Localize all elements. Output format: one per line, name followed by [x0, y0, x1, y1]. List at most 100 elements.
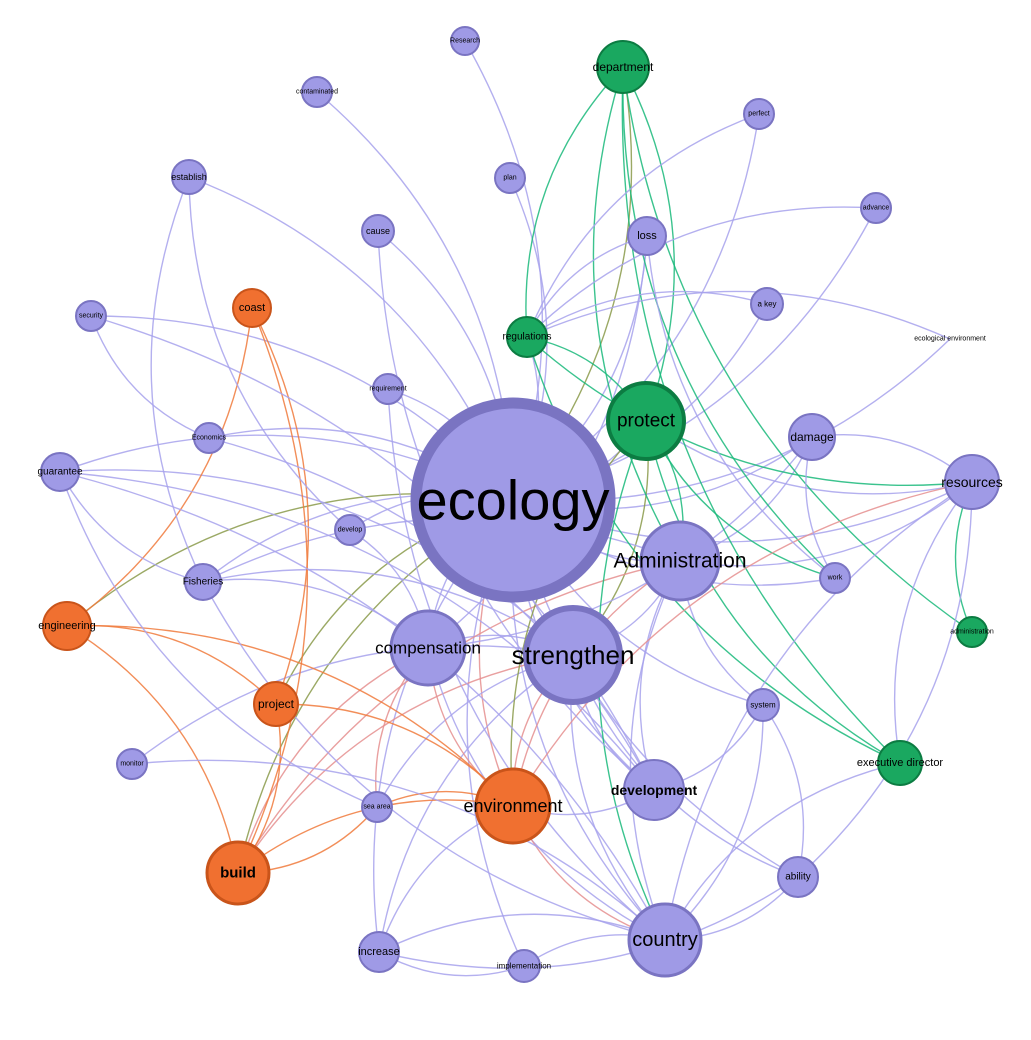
node-implementation-label: implementation	[497, 962, 551, 971]
node-perfect-label: perfect	[748, 111, 769, 118]
node-administration2-label: administration	[950, 629, 994, 636]
node-execdirector-circle	[877, 740, 923, 786]
node-contaminated: contaminated	[296, 76, 338, 108]
node-administration2: administration	[950, 616, 994, 648]
node-strengthen-label: strengthen	[512, 640, 635, 670]
edge-loss-work	[646, 235, 836, 579]
edge-resources-country	[664, 481, 973, 941]
node-project-circle	[253, 681, 299, 727]
edge-project-coast	[251, 307, 310, 705]
node-akey-label: a key	[757, 300, 776, 309]
node-project-label: project	[258, 697, 295, 711]
node-system: system	[746, 688, 780, 722]
node-research-circle	[450, 26, 480, 56]
edge-strengthen-increase	[378, 654, 574, 953]
edge-engineering-coast	[66, 307, 253, 627]
node-environment: environment	[463, 767, 563, 845]
node-country-label: country	[632, 929, 698, 951]
node-develop: develop	[334, 514, 366, 546]
node-develop-label: develop	[338, 527, 363, 534]
node-ecoenv: ecological environment	[914, 336, 986, 343]
node-contaminated-circle	[301, 76, 333, 108]
node-fisheries-label: Fisheries	[183, 577, 224, 588]
node-increase-label: increase	[358, 946, 400, 958]
edge-department-work	[622, 66, 836, 579]
node-loss: loss	[627, 216, 667, 256]
edge-strengthen-build	[237, 654, 574, 874]
node-ability-label: ability	[785, 872, 811, 883]
node-development-circle	[623, 759, 685, 821]
node-monitor-circle	[116, 748, 148, 780]
edge-project-engineering	[66, 624, 277, 705]
node-implementation: implementation	[497, 949, 551, 983]
edge-protect-department	[622, 66, 675, 422]
node-seaarea-label: sea area	[363, 804, 390, 811]
node-protect-label: protect	[617, 411, 676, 432]
node-damage: damage	[788, 413, 836, 461]
edge-execdirector-country	[664, 762, 901, 941]
node-engineering-label: engineering	[38, 620, 96, 632]
node-country-circle	[627, 902, 703, 978]
edge-department-regulations	[525, 66, 624, 338]
node-department-circle	[596, 40, 650, 94]
node-ecoenv-label: ecological environment	[914, 336, 986, 343]
node-strengthen: strengthen	[512, 605, 635, 705]
node-build-label: build	[220, 865, 256, 882]
edge-build-coast	[237, 307, 309, 874]
edge-administration-resources	[679, 481, 973, 567]
node-regulations: regulations	[503, 316, 552, 358]
node-guarantee-circle	[40, 452, 80, 492]
node-resources: resources	[941, 454, 1003, 510]
node-department: department	[593, 40, 654, 94]
node-security: security	[75, 300, 107, 332]
node-monitor-label: monitor	[120, 761, 144, 768]
node-akey-circle	[750, 287, 784, 321]
node-administration: Administration	[613, 520, 747, 602]
node-ability: ability	[777, 856, 819, 898]
node-coast-label: coast	[239, 302, 265, 314]
node-environment-circle	[474, 767, 552, 845]
node-advance-label: advance	[863, 205, 890, 212]
edge-resources-environment	[512, 481, 973, 807]
node-work-label: work	[827, 575, 843, 582]
edge-build-engineering	[66, 625, 239, 874]
node-damage-label: damage	[790, 430, 834, 444]
edge-establish-develop	[188, 176, 351, 531]
node-increase-circle	[358, 931, 400, 973]
edge-requirement-country	[387, 388, 666, 941]
edge-protect-execdirector	[645, 420, 901, 764]
node-department-label: department	[593, 60, 654, 74]
node-loss-circle	[627, 216, 667, 256]
edge-protect-resources	[645, 420, 973, 495]
node-ecology: ecology	[410, 397, 616, 603]
node-fisheries-circle	[184, 563, 222, 601]
node-environment-label: environment	[463, 796, 562, 816]
node-compensation-circle	[389, 609, 467, 687]
edge-department-administration2	[622, 66, 973, 633]
node-ability-circle	[777, 856, 819, 898]
node-increase: increase	[358, 931, 400, 973]
node-perfect: perfect	[743, 98, 775, 130]
node-work: work	[819, 562, 851, 594]
node-akey: a key	[750, 287, 784, 321]
edge-ability-resources	[797, 481, 973, 878]
node-regulations-label: regulations	[503, 332, 552, 343]
edge-department-execdirector	[621, 66, 901, 764]
node-execdirector: executive director	[857, 740, 943, 786]
node-guarantee: guarantee	[37, 452, 83, 492]
edge-compensation-damage	[427, 436, 813, 649]
node-strengthen-circle	[523, 605, 623, 705]
node-administration2-circle	[956, 616, 988, 648]
node-advance-circle	[860, 192, 892, 224]
edge-akey-regulations	[526, 290, 768, 338]
node-build-circle	[205, 840, 271, 906]
node-seaarea-circle	[361, 791, 393, 823]
edge-establish-fisheries	[150, 176, 204, 583]
edge-resources-execdirector	[893, 481, 973, 764]
edge-regulations-resources	[526, 336, 973, 486]
node-compensation: compensation	[375, 609, 481, 687]
node-monitor: monitor	[116, 748, 148, 780]
edge-increase-ability	[378, 876, 799, 969]
node-plan-label: plan	[503, 175, 516, 182]
